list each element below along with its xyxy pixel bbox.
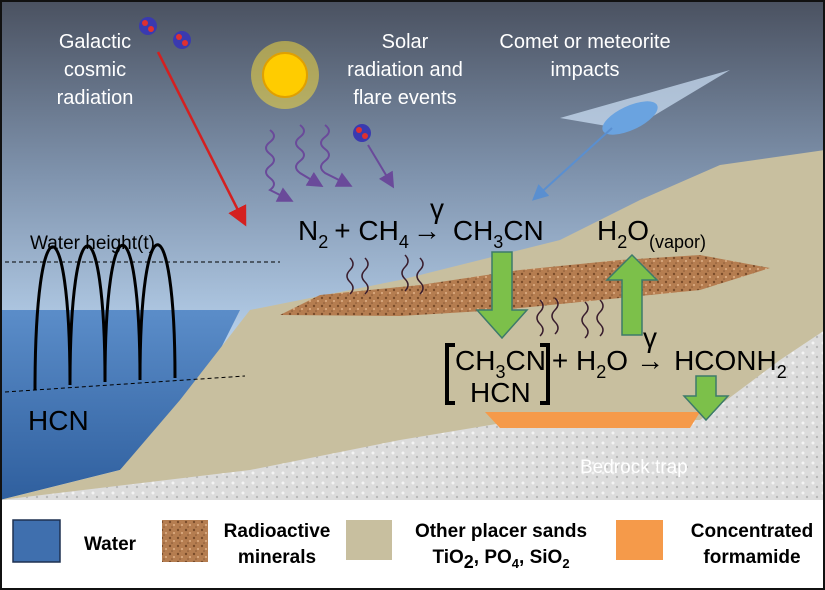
legend-panel xyxy=(0,503,825,590)
cosmic-ray-arrow xyxy=(156,51,247,227)
gamma-symbol: γ xyxy=(430,193,444,224)
water-height-label: Water height(t) xyxy=(30,233,155,254)
legend-swatch-radioactive xyxy=(162,520,208,562)
bedrock-trap-label: Bedrock trap xyxy=(580,457,688,478)
bracket-left xyxy=(445,343,455,405)
water-body xyxy=(0,310,240,500)
water-height-wave xyxy=(33,243,177,391)
comet-icon xyxy=(560,70,730,135)
solar-radiation-wavy-arrows xyxy=(265,124,395,202)
comet-arrow xyxy=(532,127,613,201)
legend-swatch-sand xyxy=(346,520,392,560)
legend-label-sands-formula: TiO2, PO4, SiO2 xyxy=(432,547,569,572)
arrow-down-to-minerals xyxy=(475,251,529,340)
hcn-reactant: HCN xyxy=(470,377,531,408)
sun-icon xyxy=(251,41,319,109)
legend-label-sands: Other placer sands xyxy=(415,521,587,542)
green-arrows xyxy=(475,251,730,422)
hcn-label: HCN xyxy=(28,405,89,436)
reaction-atmospheric: N2+ CH4→CH3CN xyxy=(298,215,544,252)
reaction-formamide: CH3CN+ H2O→HCONH2 xyxy=(455,345,787,382)
bedrock-gravel xyxy=(0,330,825,500)
legend-swatch-formamide xyxy=(616,520,663,560)
water-height-line-bottom xyxy=(4,375,246,393)
gamma-symbol-2: γ xyxy=(643,322,657,353)
legend-swatch-water xyxy=(12,519,61,563)
mineral-radiation-wavy-lines xyxy=(346,254,604,339)
arrow-down-to-trap xyxy=(682,375,730,422)
arrow-up-vapor xyxy=(605,253,659,336)
concentrated-formamide-pool xyxy=(485,412,700,428)
bracket-right xyxy=(540,343,550,405)
legend-label-water: Water xyxy=(84,534,137,555)
cosmic-particle-icon xyxy=(139,17,371,142)
water-vapor-label: H2O(vapor) xyxy=(597,215,706,252)
